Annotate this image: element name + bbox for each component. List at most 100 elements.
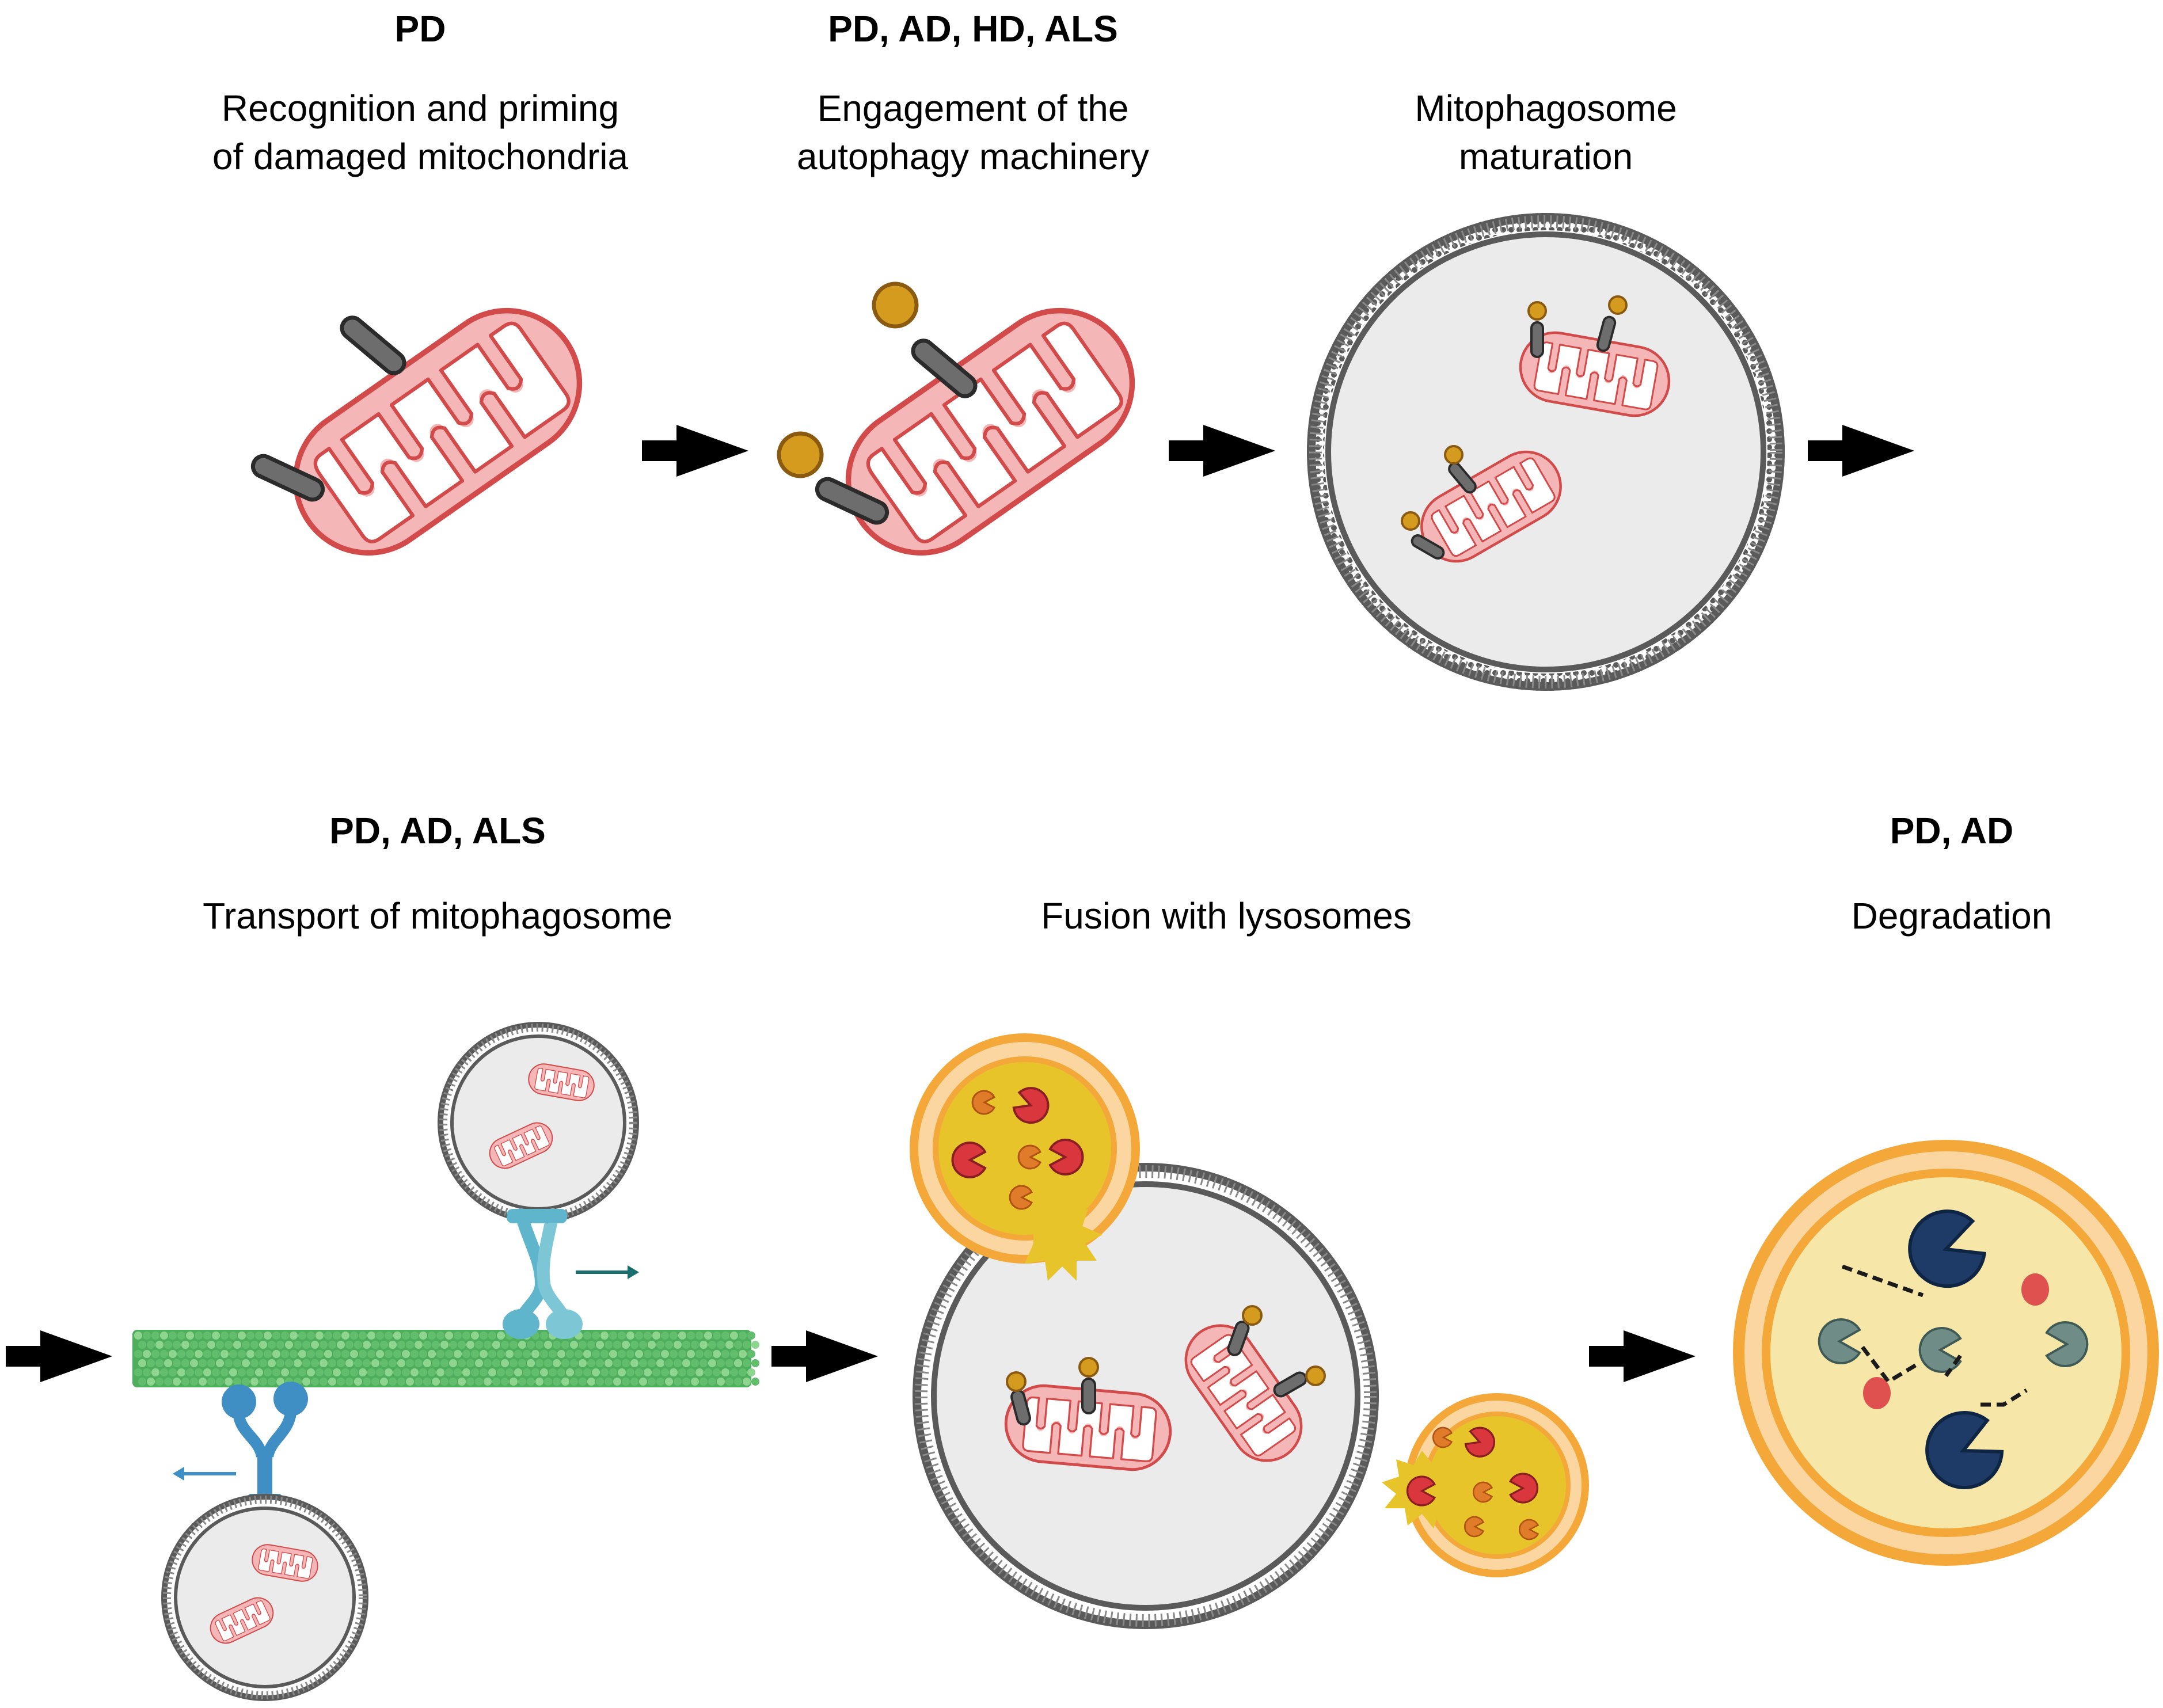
microtubule-subunit (354, 1341, 362, 1349)
microtubule-subunit (635, 1350, 643, 1358)
step1-disease: PD (394, 8, 446, 50)
microtubule-subunit (471, 1332, 479, 1340)
microtubule-subunit (592, 1368, 600, 1376)
microtubule-subunit (656, 1378, 664, 1386)
microtubule-subunit (523, 1350, 531, 1358)
microtubule-subunit (497, 1332, 505, 1340)
microtubule-subunit (250, 1341, 259, 1349)
microtubule-subunit (225, 1341, 233, 1349)
microtubule-subunit (397, 1341, 405, 1349)
motor-protein-icon (222, 1382, 308, 1505)
microtubule-subunit (402, 1332, 410, 1340)
microtubule-subunit (203, 1350, 211, 1358)
microtubule-subunit (501, 1359, 509, 1367)
microtubule-subunit (216, 1359, 224, 1367)
microtubule-subunit (639, 1341, 647, 1349)
microtubule-subunit (471, 1350, 479, 1358)
microtubule-subunit (367, 1368, 375, 1376)
microtubule-subunit (229, 1368, 237, 1376)
microtubule-subunit (238, 1332, 246, 1340)
microtubule-subunit (268, 1378, 276, 1386)
microtubule-subunit (181, 1359, 189, 1367)
microtubule-subunit (143, 1368, 151, 1376)
microtubule-subunit (285, 1359, 293, 1367)
microtubule-subunit (691, 1378, 699, 1386)
microtubule-subunit (587, 1341, 595, 1349)
microtubule-subunit (173, 1341, 181, 1349)
microtubule-subunit (626, 1368, 634, 1376)
direction-arrow-icon (576, 1265, 639, 1279)
microtubule-subunit (613, 1378, 621, 1386)
microtubule-subunit (670, 1350, 678, 1358)
step1-mitochondrion-icon (267, 282, 608, 581)
microtubule-subunit (363, 1378, 371, 1386)
microtubule-subunit (212, 1332, 220, 1340)
microtubule-subunit (320, 1359, 328, 1367)
step2-disease: PD, AD, HD, ALS (828, 8, 1118, 50)
microtubule-subunit (320, 1341, 328, 1349)
microtubule-subunit (134, 1332, 142, 1340)
microtubule-subunit (212, 1350, 220, 1358)
microtubule-subunit (466, 1359, 474, 1367)
arrow-icon (1169, 425, 1275, 477)
microtubule-subunit (743, 1341, 751, 1349)
microtubule-subunit (575, 1368, 583, 1376)
microtubule-subunit (225, 1359, 233, 1367)
peptide-fragment-icon (1841, 1264, 2028, 1407)
microtubule-subunit (177, 1368, 185, 1376)
microtubule-subunit (700, 1341, 708, 1349)
microtubule-subunit (238, 1368, 246, 1376)
receptor-icon (338, 313, 409, 377)
microtubule-subunit (328, 1359, 336, 1367)
microtubule-subunit (622, 1359, 630, 1367)
microtubule-subunit (678, 1350, 686, 1358)
microtubule-subunit (302, 1341, 310, 1349)
microtubule-subunit (618, 1332, 626, 1340)
microtubule-subunit (708, 1359, 716, 1367)
microtubule-subunit (656, 1341, 664, 1349)
mitophagosome-icon (1307, 213, 1785, 691)
microtubule-subunit (535, 1378, 543, 1386)
microtubule-subunit (665, 1378, 673, 1386)
microtubule-subunit (618, 1350, 626, 1358)
microtubule-subunit (570, 1378, 578, 1386)
microtubule-subunit (708, 1341, 716, 1349)
microtubule-subunit (717, 1359, 725, 1367)
microtubule-subunit (290, 1368, 298, 1376)
microtubule-subunit (674, 1378, 682, 1386)
microtubule-subunit (385, 1350, 393, 1358)
microtubule-subunit (583, 1332, 591, 1340)
microtubule-subunit (462, 1350, 470, 1358)
microtubule-subunit (734, 1378, 742, 1386)
microtubule-subunit (151, 1368, 159, 1376)
microtubule-subunit (592, 1332, 600, 1340)
microtubule-subunit (371, 1341, 379, 1349)
microtubule-subunit (605, 1359, 613, 1367)
microtubule-subunit (531, 1350, 539, 1358)
microtubule-subunit (739, 1368, 747, 1376)
microtubule-subunit (255, 1368, 263, 1376)
microtubule-subunit (345, 1341, 353, 1349)
microtubule-subunit (514, 1368, 522, 1376)
microtubule-subunit (475, 1378, 483, 1386)
microtubule-subunit (540, 1368, 548, 1376)
microtubule-subunit (221, 1350, 229, 1358)
microtubule-subunit (376, 1332, 384, 1340)
microtubule-subunit (445, 1350, 453, 1358)
microtubule-subunit (259, 1341, 267, 1349)
microtubule-subunit (164, 1378, 172, 1386)
microtubule-subunit (751, 1341, 759, 1349)
microtubule-subunit (242, 1378, 250, 1386)
microtubule-subunit (557, 1350, 565, 1358)
microtubule-subunit (276, 1359, 284, 1367)
microtubule-subunit (454, 1332, 462, 1340)
microtubule-subunit (207, 1378, 215, 1386)
motor-protein-icon (503, 1208, 583, 1339)
microtubule-subunit (195, 1350, 203, 1358)
microtubule-subunit (195, 1368, 203, 1376)
microtubule-subunit (466, 1341, 474, 1349)
microtubule-subunit (229, 1332, 237, 1340)
microtubule-subunit (290, 1350, 298, 1358)
microtubule-subunit (734, 1359, 742, 1367)
microtubule-subunit (570, 1359, 578, 1367)
